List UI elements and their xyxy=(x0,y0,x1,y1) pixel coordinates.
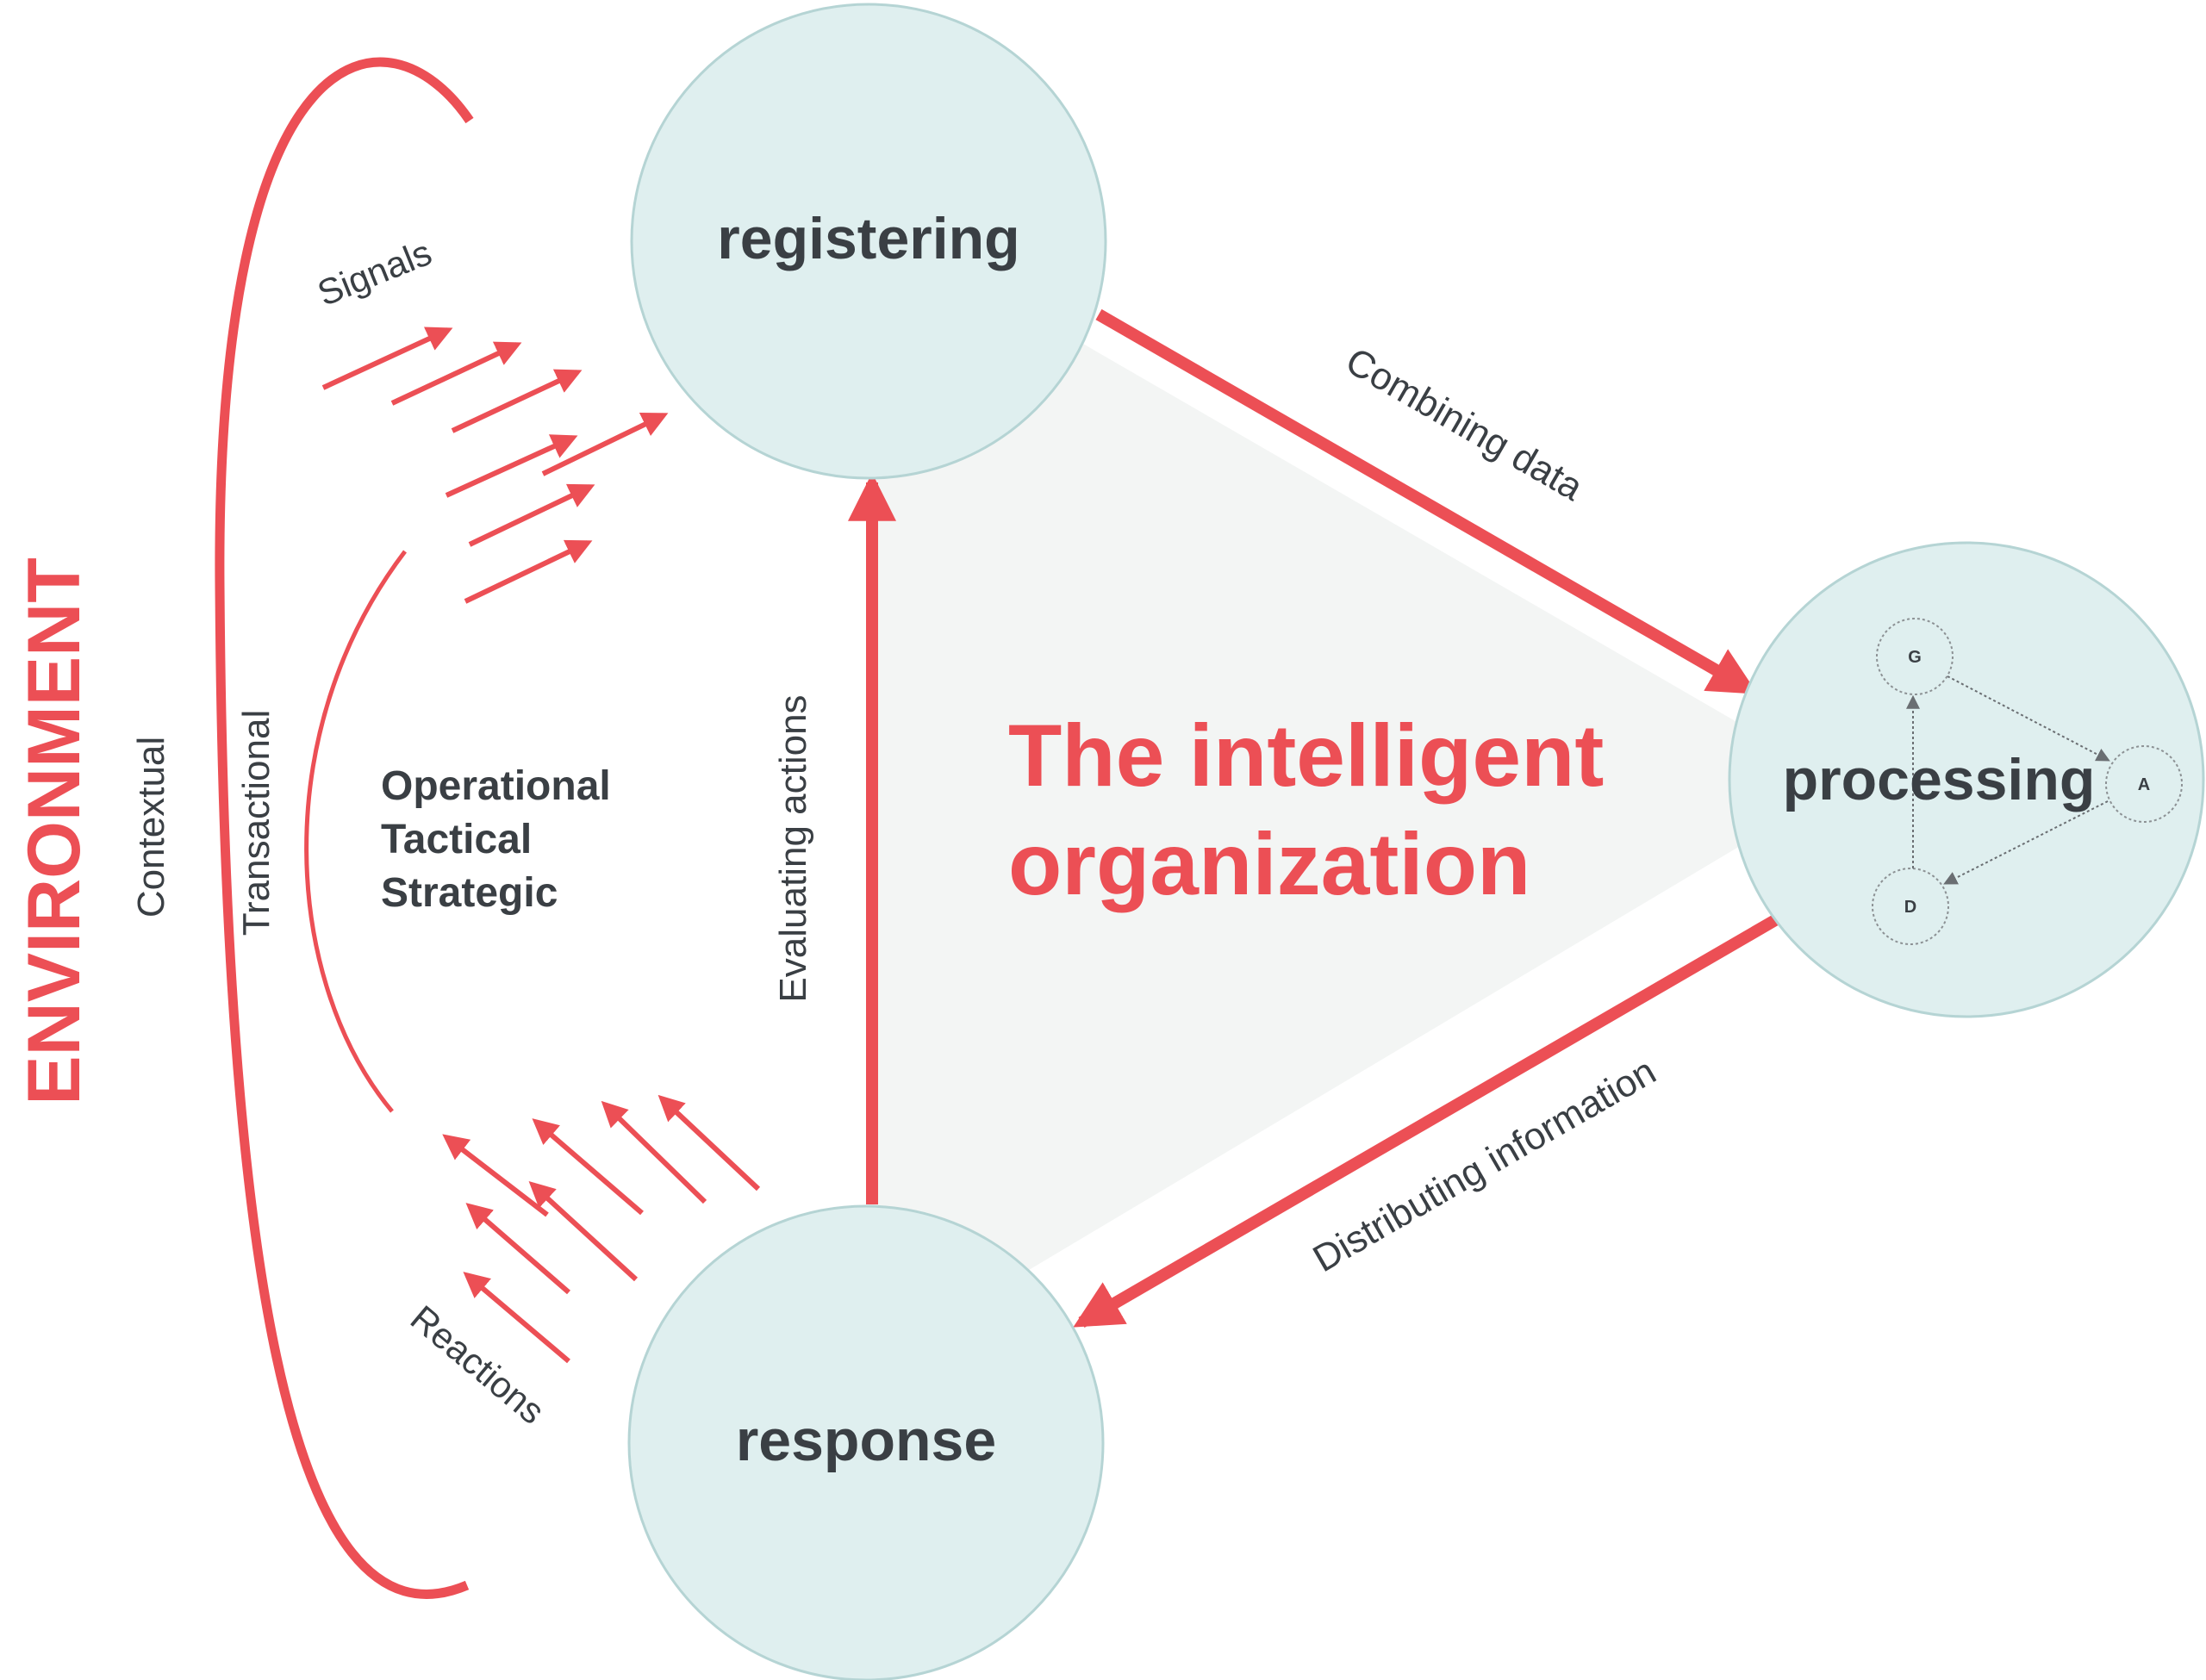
evaluating-actions-label: Evaluating actions xyxy=(772,694,814,1002)
signal-arrow xyxy=(390,341,522,406)
signal-arrows xyxy=(321,327,669,604)
signals-label: Signals xyxy=(312,232,437,314)
reaction-arrow xyxy=(657,1094,761,1192)
transactional-bracket xyxy=(304,550,407,1113)
signal-arrow xyxy=(464,539,593,604)
reaction-arrow xyxy=(463,1272,570,1364)
processing-node xyxy=(1728,541,2205,1018)
reaction-arrow xyxy=(465,1203,570,1295)
signal-arrow xyxy=(451,369,583,433)
reaction-arrow xyxy=(442,1134,549,1217)
reaction-arrow xyxy=(532,1118,644,1216)
organization-triangle xyxy=(869,220,1844,1366)
mini-label-d: D xyxy=(1904,898,1916,917)
combining-data-arrow xyxy=(1095,308,1758,695)
mini-edge-g-a xyxy=(1947,675,2110,762)
signal-arrow xyxy=(468,483,595,547)
mini-node-g xyxy=(1876,618,1954,695)
processing-label: processing xyxy=(1783,747,2096,812)
environment-label: ENVIRONMENT xyxy=(13,557,96,1104)
center-title-line-1: The intelligent xyxy=(1008,706,1604,805)
signal-arrow xyxy=(541,412,669,476)
level-strategic: Strategic xyxy=(381,870,558,916)
center-title-line-2: organization xyxy=(1008,815,1530,913)
mini-graph: G A D xyxy=(1872,618,2183,945)
reaction-arrow xyxy=(601,1100,707,1204)
mini-label-a: A xyxy=(2138,775,2150,794)
reaction-arrows xyxy=(442,1094,761,1364)
combining-data-label: Combining data xyxy=(1339,339,1591,509)
response-node xyxy=(627,1204,1105,1680)
response-label: response xyxy=(736,1408,996,1473)
signal-arrow xyxy=(321,327,453,390)
contextual-label: Contextual xyxy=(130,737,172,918)
reaction-arrow xyxy=(528,1180,639,1282)
mini-label-g: G xyxy=(1908,648,1922,667)
registering-label: registering xyxy=(717,206,1019,271)
mini-node-d xyxy=(1872,868,1949,945)
signal-arrow xyxy=(445,434,578,498)
level-tactical: Tactical xyxy=(381,817,532,862)
registering-node xyxy=(630,3,1107,480)
reactions-label: Reactions xyxy=(403,1297,552,1432)
distributing-information-arrow xyxy=(1073,914,1779,1328)
mini-edge-a-d xyxy=(1943,800,2109,885)
transactional-label: Transactional xyxy=(235,710,277,936)
contextual-bracket xyxy=(215,57,474,1599)
mini-node-a xyxy=(2105,745,2183,823)
level-operational: Operational xyxy=(381,763,611,809)
